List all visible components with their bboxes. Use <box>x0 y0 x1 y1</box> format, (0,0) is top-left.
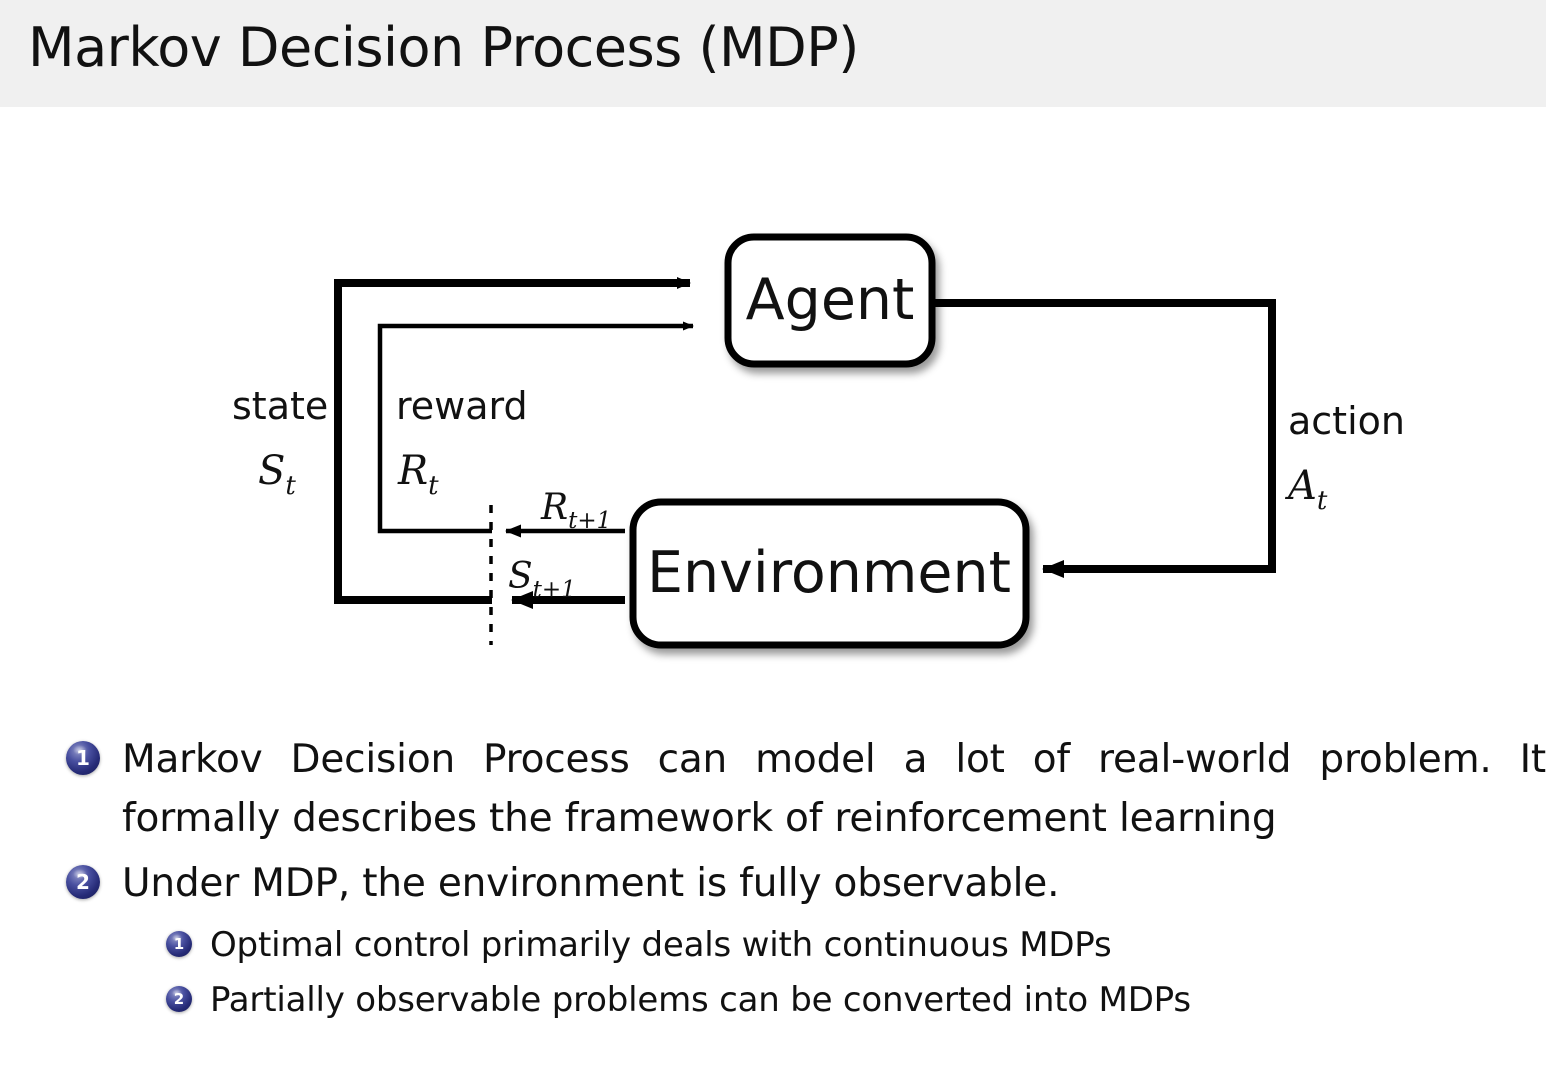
sub-bullet-marker-2: 2 <box>166 986 192 1012</box>
state-feedback-path <box>334 277 691 604</box>
list-item: 2 Under MDP, the environment is fully ob… <box>0 854 1546 913</box>
environment-node-label: Environment <box>647 540 1011 606</box>
agent-node-label: Agent <box>746 267 915 333</box>
mdp-diagram: Agent Environment state St reward Rt act… <box>0 107 1546 687</box>
reward-label-symbol: Rt <box>397 448 439 501</box>
next-state-label: St+1 <box>508 556 576 603</box>
action-label-word: action <box>1288 399 1405 443</box>
list-item: 1 Markov Decision Process can model a lo… <box>0 730 1546 848</box>
state-label-symbol: St <box>258 448 296 501</box>
action-label-symbol: At <box>1284 463 1328 516</box>
list-item-text: Under MDP, the environment is fully obse… <box>122 861 1060 906</box>
next-reward-label: Rt+1 <box>540 487 611 534</box>
reward-feedback-path <box>377 321 694 534</box>
page-title: Markov Decision Process (MDP) <box>28 16 859 79</box>
reward-label-word: reward <box>396 384 528 428</box>
sub-list-item: 2 Partially observable problems can be c… <box>0 974 1546 1027</box>
bullet-marker-1: 1 <box>66 741 100 775</box>
sub-list-item: 1 Optimal control primarily deals with c… <box>0 919 1546 972</box>
slide-header-bar: Markov Decision Process (MDP) <box>0 0 1546 107</box>
sub-list-item-text: Partially observable problems can be con… <box>210 980 1191 1020</box>
sub-bullet-marker-1: 1 <box>166 931 192 957</box>
environment-node <box>629 498 1030 649</box>
agent-node <box>724 233 936 368</box>
sub-list-item-text: Optimal control primarily deals with con… <box>210 925 1112 965</box>
bullet-marker-2: 2 <box>66 865 100 899</box>
state-label-word: state <box>232 384 328 428</box>
action-path <box>932 299 1276 578</box>
bullet-list: 1 Markov Decision Process can model a lo… <box>0 730 1546 1029</box>
list-item-text: Markov Decision Process can model a lot … <box>122 737 1546 841</box>
